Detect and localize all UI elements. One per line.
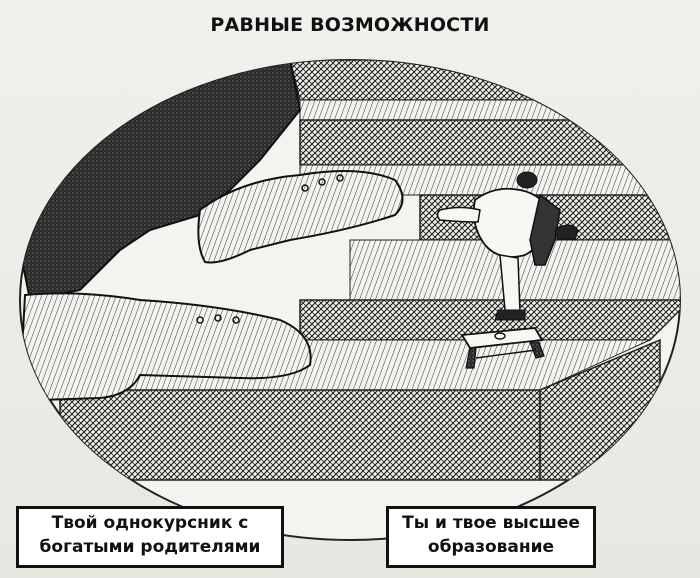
giant-upper-shoe: [197, 170, 404, 264]
caption-you-and-education: Ты и твое высшее образование: [386, 506, 596, 568]
caption-left-line1: Твой однокурсник с: [51, 513, 249, 533]
meme-title: РАВНЫЕ ВОЗМОЖНОСТИ: [210, 14, 490, 36]
caption-right-line1: Ты и твое высшее: [402, 513, 580, 533]
caption-rich-classmate: Твой однокурсник с богатыми родителями: [16, 506, 284, 568]
caption-right-line2: образование: [427, 537, 555, 557]
caption-left-line2: богатыми родителями: [39, 537, 261, 557]
small-stool: [460, 327, 545, 369]
small-climbing-man: [436, 171, 579, 321]
